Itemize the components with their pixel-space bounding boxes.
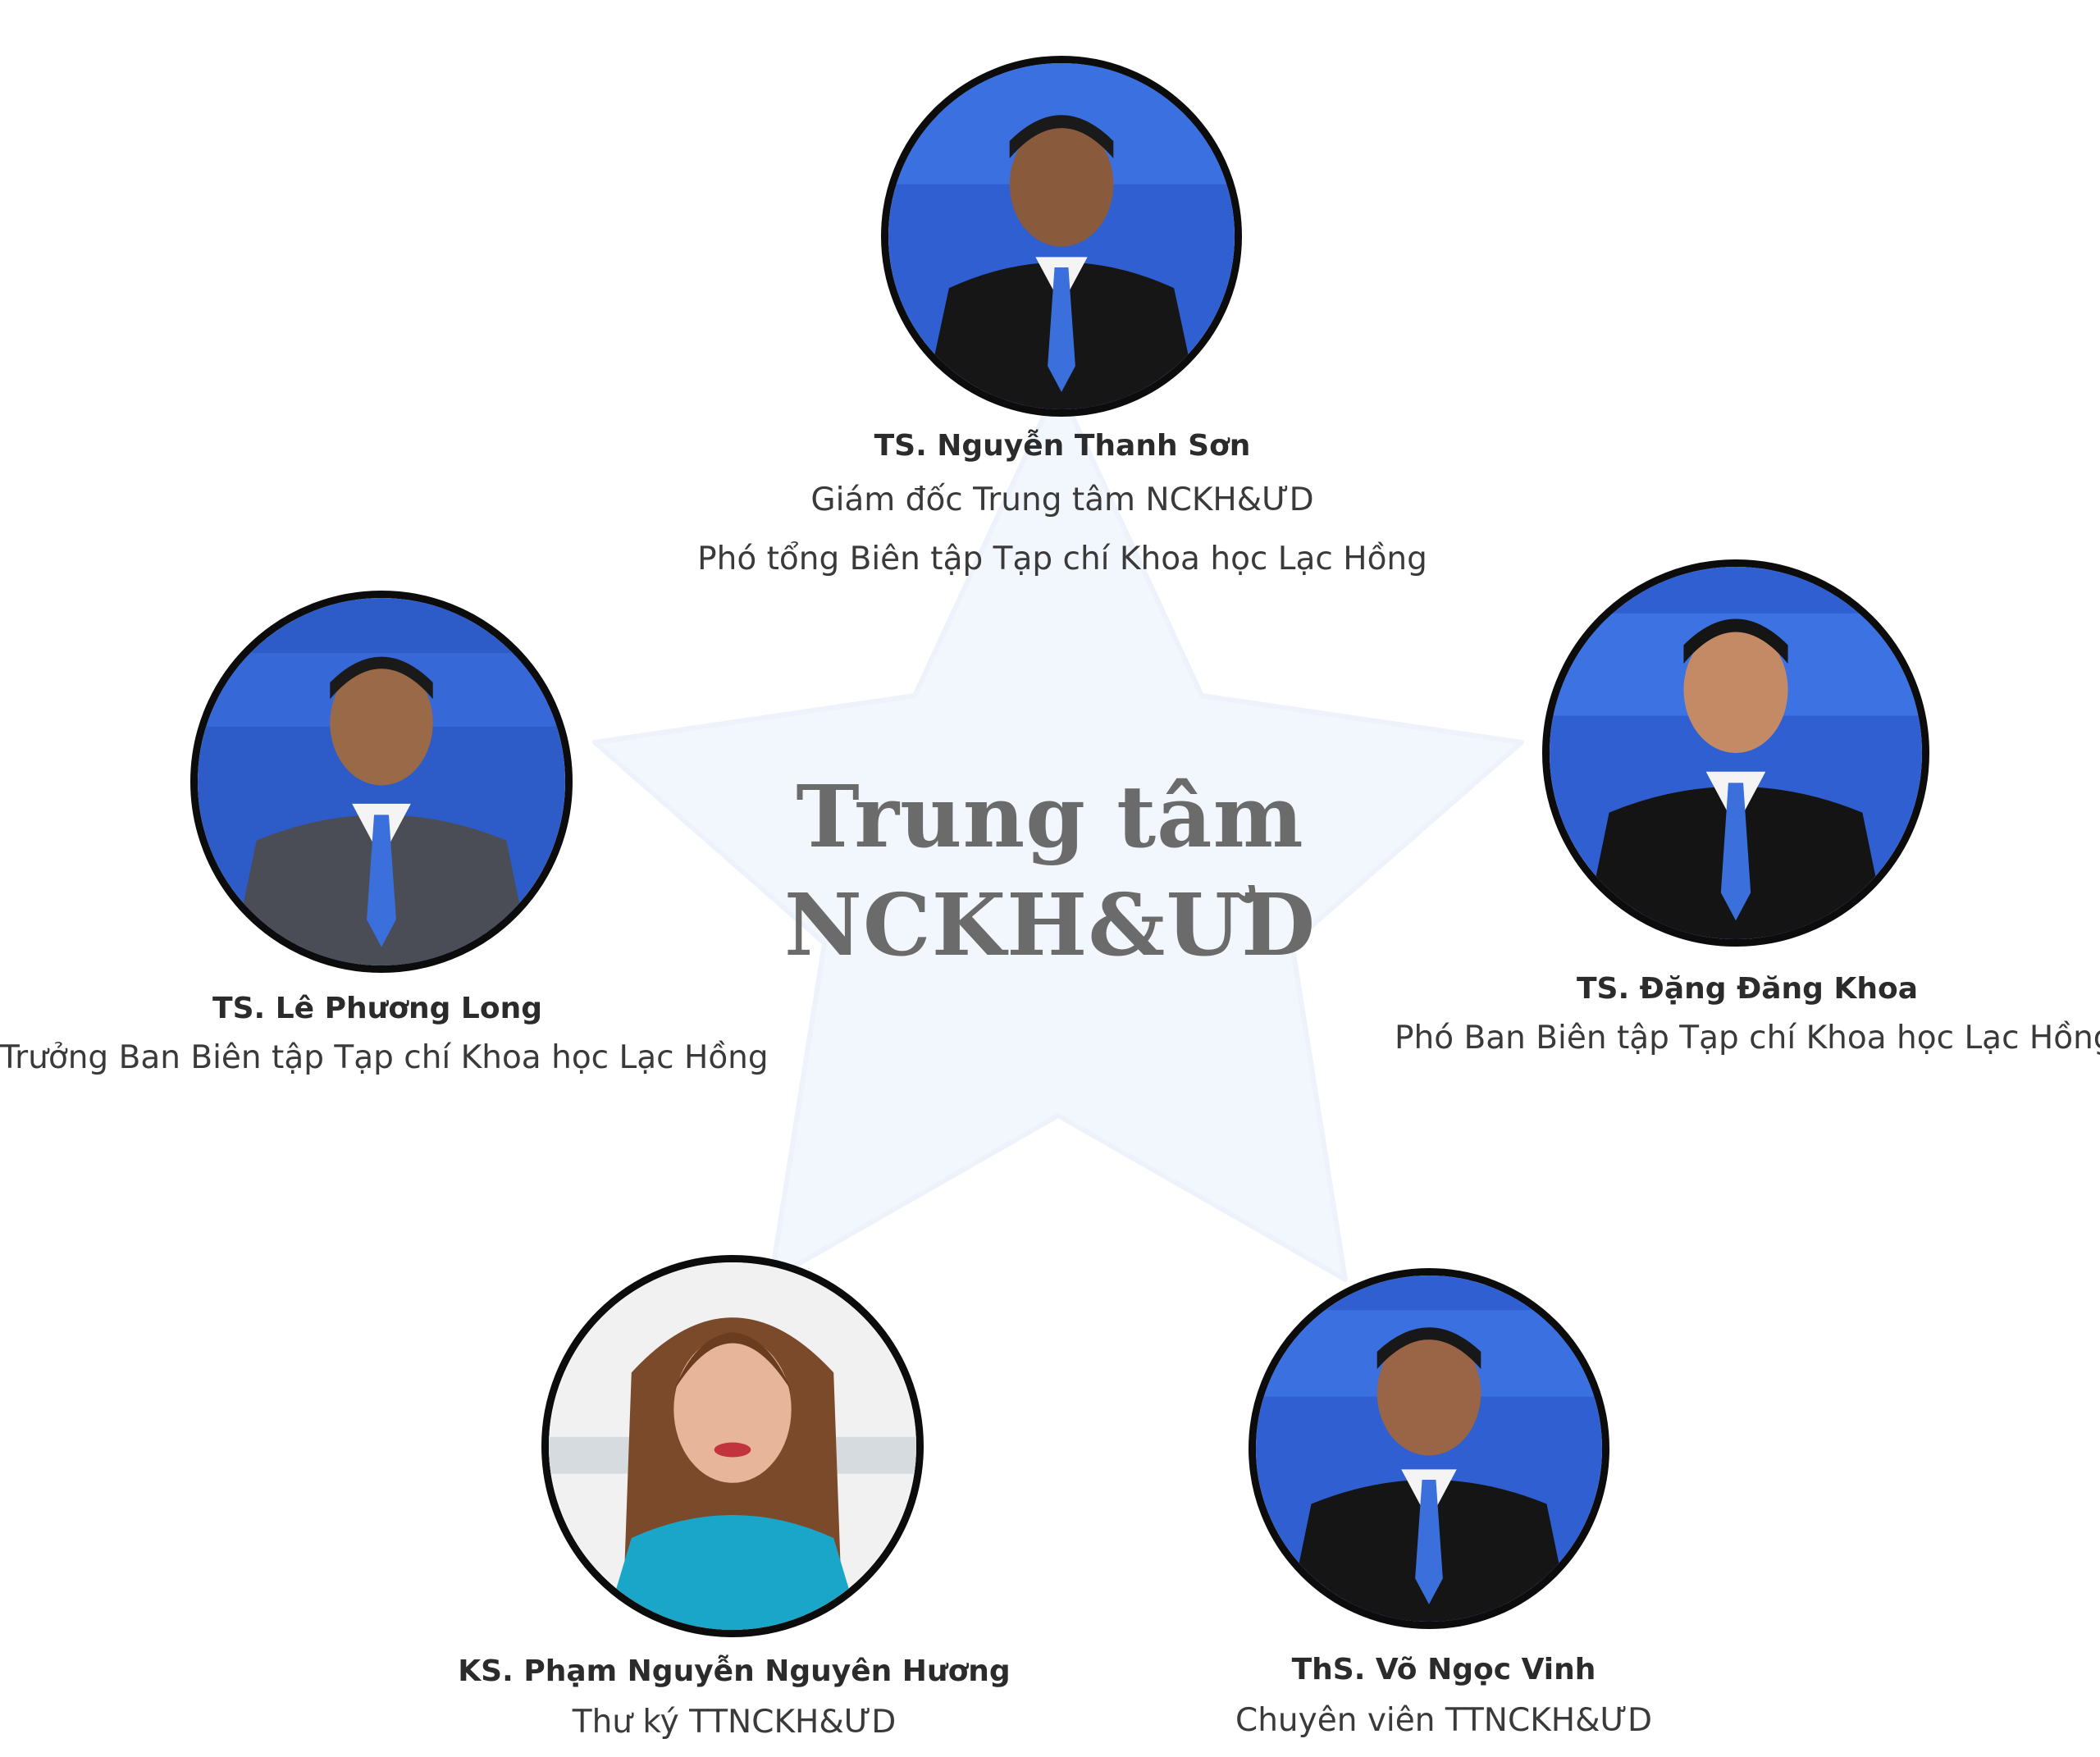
portrait-photo-le-phuong-long — [190, 591, 573, 973]
portrait-icon — [198, 598, 565, 965]
portrait-icon — [888, 63, 1235, 409]
center-title: Trung tâm NCKH&ƯD — [763, 763, 1337, 979]
member-role: Trưởng Ban Biên tập Tạp chí Khoa học Lạc… — [0, 1039, 769, 1076]
member-caption-pham-nguyen-nguyen-huong: KS. Phạm Nguyễn Nguyên Hương Thư ký TTNC… — [353, 1647, 1116, 1749]
member-name: TS. Nguyễn Thanh Sơn — [874, 429, 1251, 463]
member-role: Phó tổng Biên tập Tạp chí Khoa học Lạc H… — [697, 541, 1427, 577]
portrait-photo-vo-ngoc-vinh — [1249, 1268, 1609, 1629]
member-caption-le-phuong-long: TS. Lê Phương Long Trưởng Ban Biên tập T… — [0, 984, 769, 1083]
member-role: Phó Ban Biên tập Tạp chí Khoa học Lạc Hồ… — [1395, 1020, 2100, 1056]
member-name: KS. Phạm Nguyễn Nguyên Hương — [458, 1654, 1011, 1688]
member-caption-nguyen-thanh-son: TS. Nguyễn Thanh Sơn Giám đốc Trung tâm … — [648, 422, 1477, 589]
member-role: Giám đốc Trung tâm NCKH&ƯD — [810, 481, 1314, 518]
portrait-photo-nguyen-thanh-son — [881, 56, 1242, 417]
portrait-photo-dang-dang-khoa — [1542, 559, 1929, 947]
portrait-photo-pham-nguyen-nguyen-huong — [541, 1255, 924, 1637]
portrait-icon — [1256, 1276, 1602, 1622]
portrait-icon — [549, 1262, 916, 1630]
portrait-icon — [1550, 567, 1922, 939]
member-name: TS. Lê Phương Long — [212, 992, 542, 1025]
center-title-line2: NCKH&ƯD — [783, 874, 1317, 975]
member-caption-dang-dang-khoa: TS. Đặng Đăng Khoa Phó Ban Biên tập Tạp … — [1395, 965, 2100, 1063]
member-role: Thư ký TTNCKH&ƯD — [572, 1704, 897, 1741]
member-role: Chuyên viên TTNCKH&ƯD — [1235, 1702, 1653, 1739]
member-name: ThS. Võ Ngọc Vinh — [1291, 1653, 1596, 1686]
member-name: TS. Đặng Đăng Khoa — [1576, 972, 1919, 1006]
member-caption-vo-ngoc-vinh: ThS. Võ Ngọc Vinh Chuyên viên TTNCKH&ƯD — [1058, 1645, 1829, 1747]
center-title-line1: Trung tâm — [796, 766, 1304, 867]
